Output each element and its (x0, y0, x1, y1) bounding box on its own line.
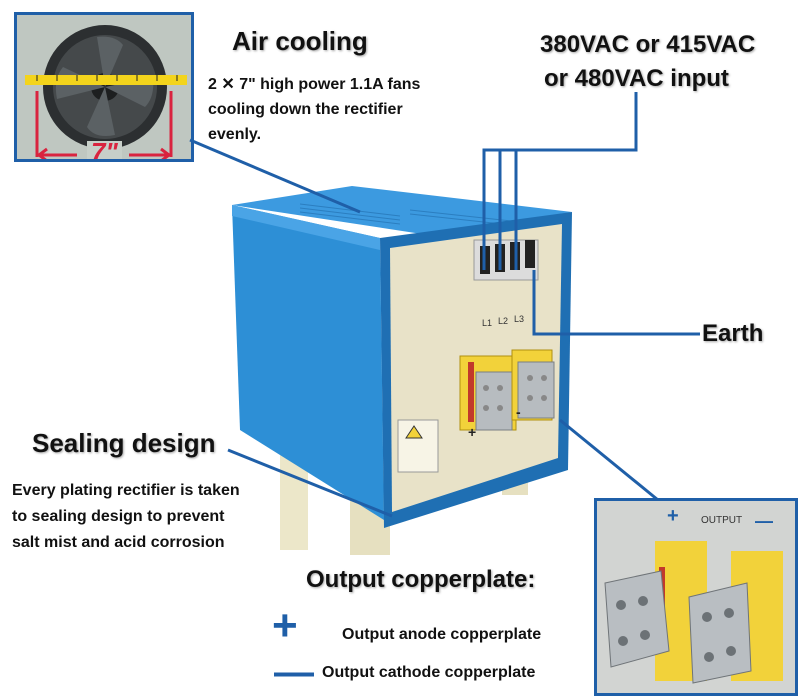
sealing-design-title: Sealing design (32, 428, 216, 458)
output-title-text: Output copperplate (306, 566, 528, 593)
anode-symbol: + (272, 601, 298, 650)
air-cooling-line-3: evenly. (208, 126, 262, 143)
input-leader-lines (482, 92, 638, 270)
inset-cathode-plate (688, 582, 752, 684)
fan-size-label: 7" (87, 139, 122, 159)
cabinet-side (232, 205, 384, 520)
input-voltage-title: 380VAC or 415VAC or 480VAC input (540, 28, 755, 96)
inset-output-label: OUTPUT (701, 515, 743, 526)
measure-arrow (35, 91, 173, 159)
air-cooling-description: 2 ✕ 7" high power 1.1A fans cooling down… (208, 72, 420, 147)
output-photo-inset: + OUTPUT — (594, 498, 798, 696)
inset-plus-mark: + (667, 505, 679, 527)
output-leader-line (559, 418, 659, 502)
top-vent-grille (299, 203, 521, 227)
sealing-design-description: Every plating rectifier is taken to seal… (12, 478, 240, 556)
air-cooling-title: Air cooling (232, 26, 368, 56)
anode-label: Output anode copperplate (342, 626, 542, 643)
cathode-label: Output cathode copperplate (322, 664, 536, 681)
output-photo (597, 501, 795, 693)
inset-anode-plate (604, 570, 670, 668)
anode-copperplate (475, 371, 513, 431)
cathode-symbol: — (274, 650, 314, 694)
inset-minus-mark: — (755, 511, 773, 531)
sealing-line-2: to sealing design to prevent (12, 508, 225, 525)
panel-minus-mark: - (516, 404, 521, 420)
warning-label (397, 419, 439, 473)
input-voltage-line-1: 380VAC or 415VAC (540, 31, 756, 58)
output-copperplate-title: Output copperplate: (306, 566, 535, 594)
air-cooling-line-2: cooling down the rectifier (208, 101, 403, 118)
input-voltage-line-2: or 480VAC input (544, 65, 729, 92)
fan-photo (17, 15, 191, 159)
sealing-leader-line (227, 448, 393, 518)
earth-leader-line (532, 270, 700, 336)
measuring-tape (25, 75, 187, 85)
earth-label: Earth (702, 320, 764, 347)
sealing-line-1: Every plating rectifier is taken (12, 482, 240, 499)
output-title-colon: : (527, 566, 536, 593)
air-cooling-line-1: 2 ✕ 7" high power 1.1A fans (208, 76, 421, 93)
cathode-copperplate (517, 361, 555, 419)
fan-photo-inset: 7" (14, 12, 194, 162)
sealing-line-3: salt mist and acid corrosion (12, 534, 225, 551)
terminal-label-l1: L1 (482, 318, 493, 328)
terminal-label-l3: L3 (514, 314, 525, 324)
air-cooling-leader-line (189, 138, 361, 214)
terminal-label-l2: L2 (498, 316, 509, 326)
panel-plus-mark: + (468, 424, 477, 440)
